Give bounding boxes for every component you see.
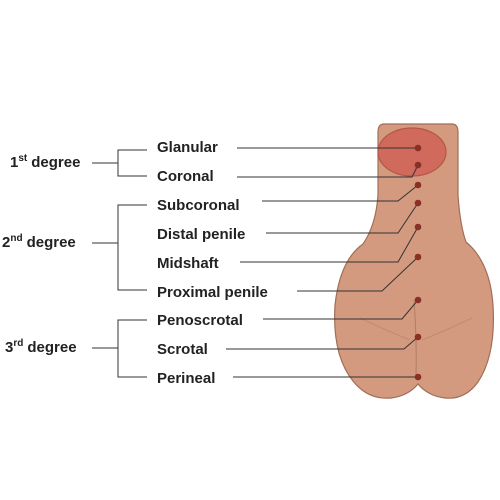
site-label-scrotal: Scrotal [157,341,208,358]
marker-proximal-penile [414,253,422,261]
site-label-proximal-penile: Proximal penile [157,284,268,301]
bracket-1st-degree [92,149,147,177]
site-label-glanular: Glanular [157,139,218,156]
site-labels: Glanular Coronal Subcoronal Distal penil… [157,139,268,387]
site-label-distal-penile: Distal penile [157,226,245,243]
glans-shape [377,127,447,177]
leader-line-coronal [237,164,419,178]
site-label-coronal: Coronal [157,168,214,185]
marker-glanular [414,144,422,152]
marker-subcoronal [414,181,422,189]
scrotal-fold-right [421,317,473,341]
marker-midshaft [414,223,422,231]
site-label-midshaft: Midshaft [157,255,219,272]
marker-coronal [414,161,422,169]
leader-lines [226,147,419,378]
marker-distal-penile [414,199,422,207]
marker-penoscrotal [414,296,422,304]
site-label-subcoronal: Subcoronal [157,197,240,214]
marker-scrotal [414,333,422,341]
marker-perineal [414,373,422,381]
leader-line-midshaft [240,226,419,263]
leader-line-proximal-penile [297,256,419,292]
leader-line-penoscrotal [263,299,419,320]
leader-line-distal-penile [266,202,419,234]
leader-line-subcoronal [262,184,419,202]
bracket-2nd-degree [92,204,147,291]
bracket-3rd-degree [92,319,147,378]
site-markers [414,144,422,381]
leader-line-scrotal [226,336,419,350]
site-label-penoscrotal: Penoscrotal [157,312,243,329]
scrotal-fold-left [359,317,411,341]
site-label-perineal: Perineal [157,370,215,387]
degree-brackets [92,149,147,378]
